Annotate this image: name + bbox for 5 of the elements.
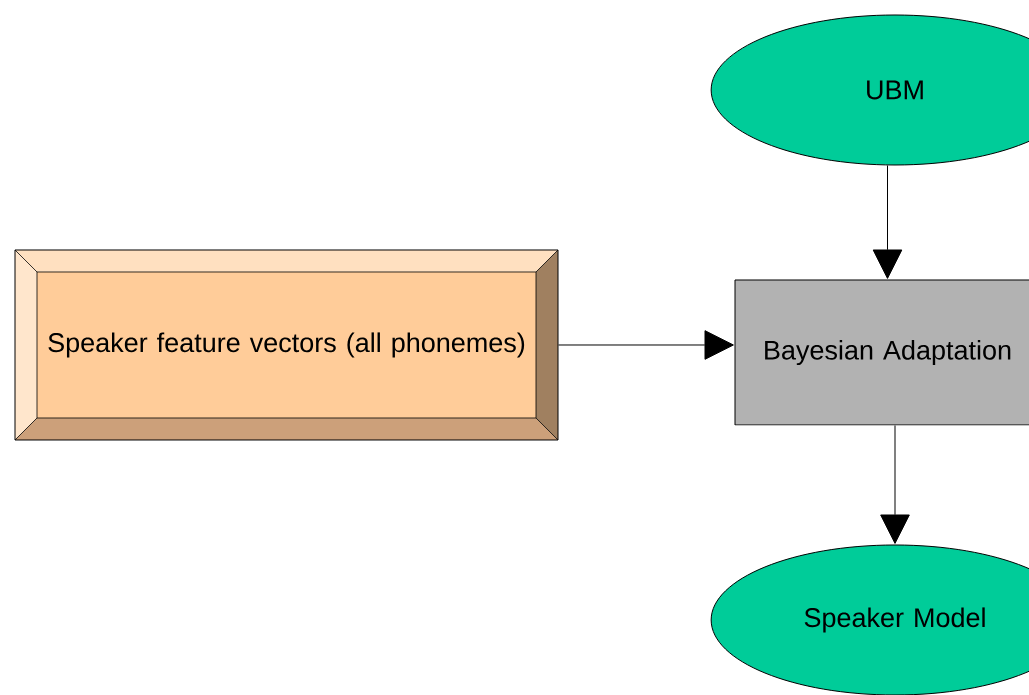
arrow bbox=[558, 330, 734, 360]
beveled-box: Speaker feature vectors (all phonemes) bbox=[14, 249, 559, 441]
arrow bbox=[872, 165, 903, 279]
process-box: Bayesian Adaptation bbox=[734, 279, 1029, 426]
arrow bbox=[880, 425, 910, 544]
